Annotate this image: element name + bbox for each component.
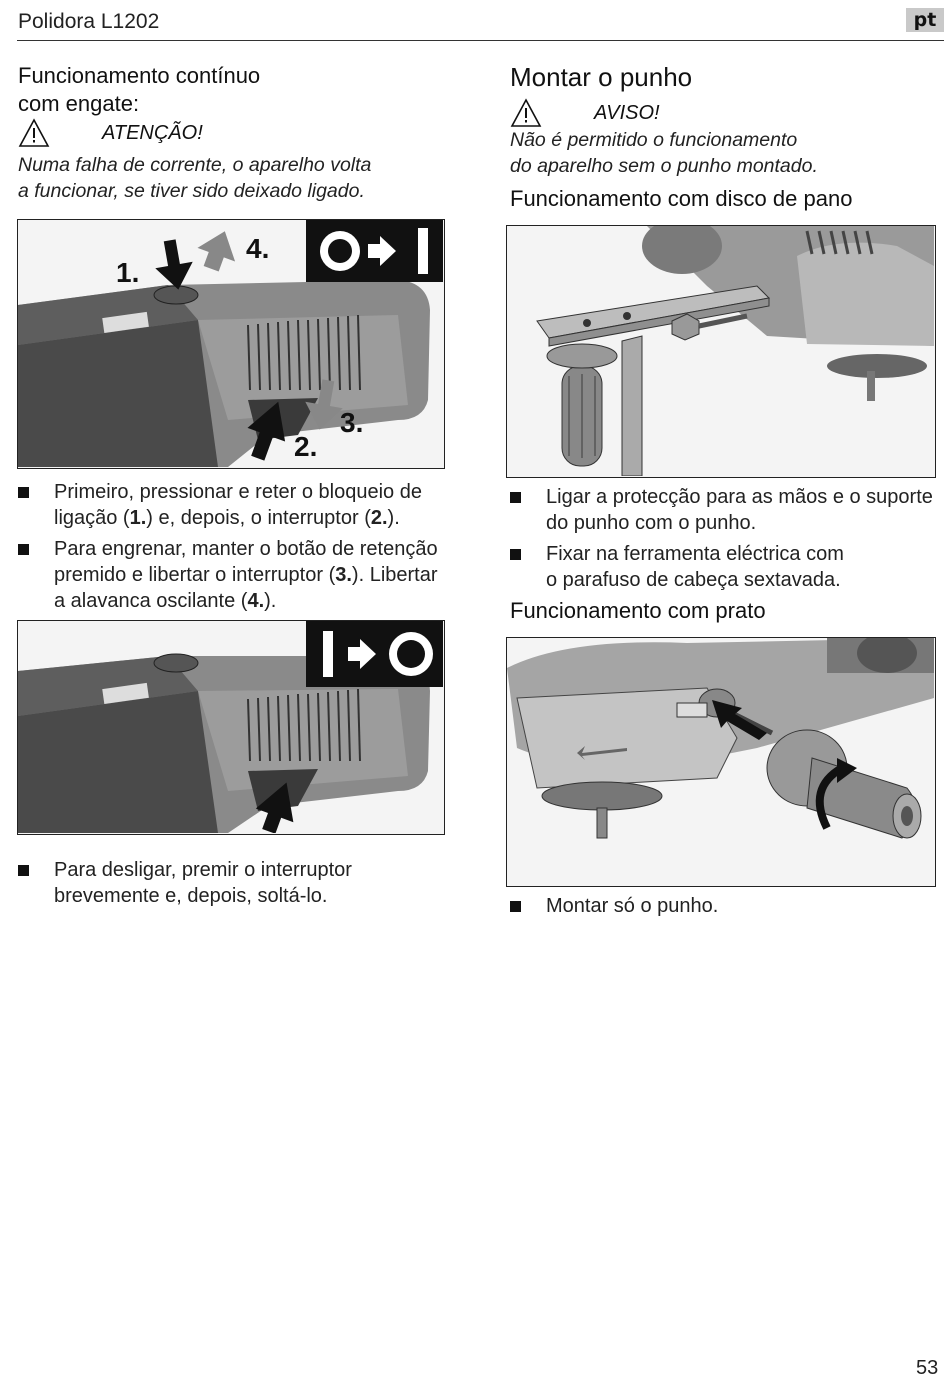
list-item: Primeiro, pressionar e reter o bloqueio … xyxy=(18,479,448,531)
warning-text-left: Numa falha de corrente, o aparelho volta… xyxy=(18,154,372,202)
fig1-step2-label: 2. xyxy=(294,431,317,462)
subheading-cloth-disc: Funcionamento com disco de pano xyxy=(510,186,853,211)
bullet-square-icon xyxy=(18,544,29,555)
figure-switch-lock-on: 1. 4. 2. 3. xyxy=(17,219,445,469)
bullet-square-icon xyxy=(510,549,521,560)
bullet-square-icon xyxy=(18,865,29,876)
subheading-plate: Funcionamento com prato xyxy=(510,598,766,623)
bullet-square-icon xyxy=(510,901,521,912)
fig1-step1-label: 1. xyxy=(116,257,139,288)
warning-row-atencao: ATENÇÃO! xyxy=(18,118,203,148)
warning-label-atencao: ATENÇÃO! xyxy=(102,121,203,144)
left-instruction-list-2: Para desligar, premir o interruptor brev… xyxy=(18,857,448,914)
warning-text-right: Não é permitido o funcionamento do apare… xyxy=(510,129,818,177)
language-badge: pt xyxy=(906,8,944,32)
right-instruction-list-2: Montar só o punho. xyxy=(510,893,946,924)
list-item: Montar só o punho. xyxy=(510,893,946,919)
fig1-step4-label: 4. xyxy=(246,233,269,264)
warning-label-aviso: AVISO! xyxy=(594,101,660,124)
warning-triangle-icon xyxy=(18,118,50,147)
warning-row-aviso: AVISO! xyxy=(510,98,660,128)
section-heading-handle: Montar o punho xyxy=(510,62,693,92)
header-rule xyxy=(17,40,944,41)
fig1-step3-label: 3. xyxy=(340,407,363,438)
list-item: Ligar a protecção para as mãos e o supor… xyxy=(510,484,946,536)
bullet-square-icon xyxy=(510,492,521,503)
list-item: Para engrenar, manter o botão de retençã… xyxy=(18,536,448,614)
list-item: Para desligar, premir o interruptor brev… xyxy=(18,857,448,909)
warning-triangle-icon xyxy=(510,98,542,127)
page-number: 53 xyxy=(916,1357,939,1379)
document-title: Polidora L1202 xyxy=(18,10,160,33)
section-heading-continuous: Funcionamento contínuo com engate: xyxy=(18,63,261,116)
bullet-square-icon xyxy=(18,487,29,498)
right-instruction-list: Ligar a protecção para as mãos e o supor… xyxy=(510,484,946,598)
figure-handle-with-guard xyxy=(506,225,936,478)
figure-switch-off xyxy=(17,620,445,835)
figure-handle-only xyxy=(506,637,936,887)
left-instruction-list: Primeiro, pressionar e reter o bloqueio … xyxy=(18,479,448,619)
list-item: Fixar na ferramenta eléctrica com o para… xyxy=(510,541,946,593)
